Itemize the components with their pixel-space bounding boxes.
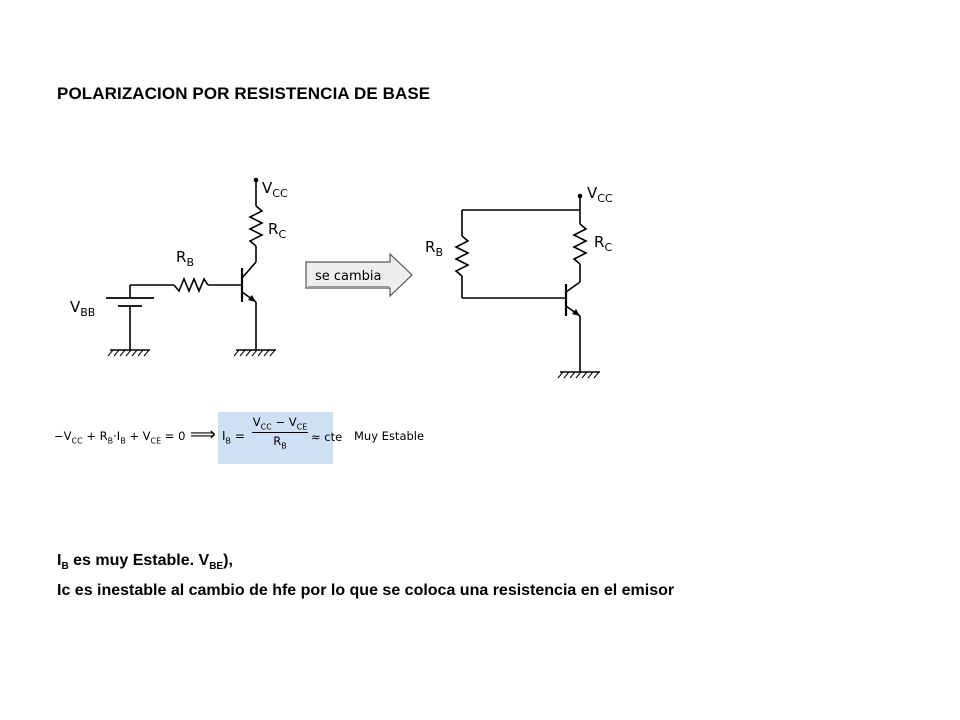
- arrow-label: se cambia: [315, 269, 382, 284]
- right-circuit: [454, 196, 600, 379]
- notes-text: IB es muy Estable. VBE), Ic es inestable…: [57, 549, 674, 603]
- ib-formula-box: IB = VCC − VCE RB ≈ cte: [218, 412, 342, 464]
- formula-row: −VCC + RB·IB + VCE = 0 ⟹ IB = VCC − VCE …: [54, 410, 454, 466]
- fraction-denominator: RB: [273, 434, 287, 451]
- kvl-equation: −VCC + RB·IB + VCE = 0: [54, 429, 186, 446]
- rc-label-right: RC: [594, 233, 612, 254]
- rb-label-right: RB: [425, 238, 443, 259]
- vbb-label: VBB: [70, 298, 95, 319]
- approx-constant: ≈ cte: [311, 430, 343, 444]
- vcc-node-right: [577, 193, 583, 199]
- vcc-label-left: VCC: [262, 179, 288, 200]
- slide-title: POLARIZACION POR RESISTENCIA DE BASE: [57, 84, 431, 103]
- rc-label-left: RC: [268, 220, 286, 241]
- vcc-label-right: VCC: [587, 184, 613, 205]
- rb-label-left: RB: [176, 248, 194, 269]
- notes-line-1: IB es muy Estable. VBE),: [57, 552, 233, 573]
- implies-arrow: ⟹: [190, 424, 216, 445]
- change-arrow: se cambia: [305, 252, 413, 298]
- ib-lhs: IB =: [222, 429, 245, 446]
- left-circuit: [106, 180, 276, 357]
- fraction-numerator: VCC − VCE: [252, 415, 308, 434]
- notes-line-2: Ic es inestable al cambio de hfe por lo …: [57, 582, 675, 600]
- vcc-node-left: [253, 177, 259, 183]
- stability-label: Muy Estable: [354, 429, 425, 443]
- ib-fraction: VCC − VCE RB: [252, 415, 308, 451]
